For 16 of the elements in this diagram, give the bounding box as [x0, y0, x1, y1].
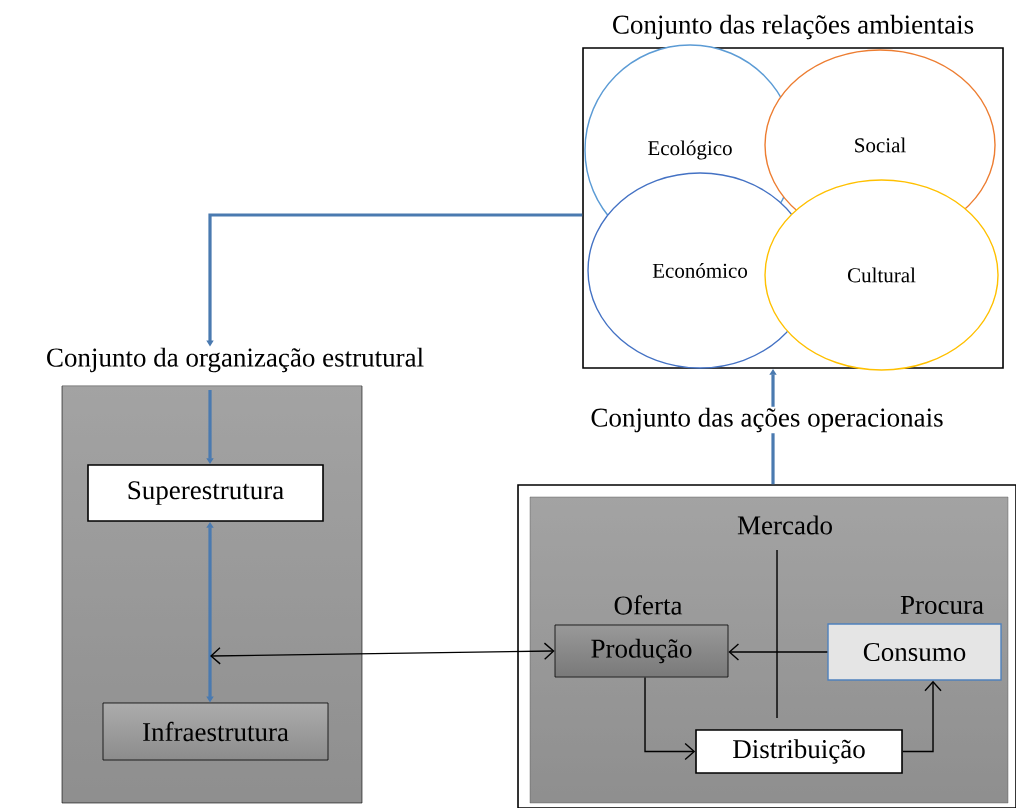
- heading: Conjunto das relações ambientais: [613, 14, 974, 40]
- node-label: Cultural: [847, 267, 916, 283]
- text-box: Infraestrutura: [102, 702, 329, 761]
- text-box: Superestrutura: [87, 464, 324, 522]
- arrow: [644, 676, 696, 761]
- side-label: Procura: [900, 596, 984, 614]
- text-box: Produção: [554, 624, 729, 678]
- heading: Conjunto das ações operacionais: [589, 406, 945, 434]
- text-box: Consumo: [827, 623, 1002, 681]
- heading: Conjunto da organização estrutural: [47, 347, 424, 373]
- arrow: [728, 643, 828, 661]
- text-box: Distribuição: [695, 729, 903, 774]
- label: Mercado: [737, 515, 832, 535]
- side-label: Oferta: [614, 595, 683, 615]
- arrow: [210, 642, 555, 665]
- arrow: [902, 680, 942, 753]
